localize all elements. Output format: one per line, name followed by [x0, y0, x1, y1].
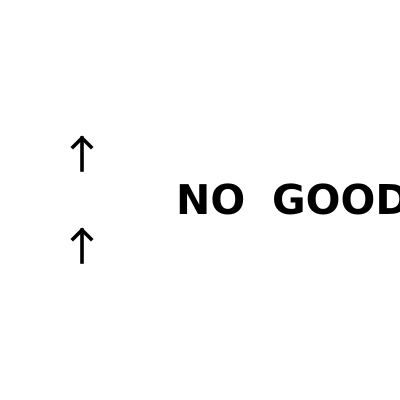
- word-no: NO: [176, 176, 246, 224]
- word-good: GOOD: [272, 176, 400, 224]
- up-arrow-icon: [70, 226, 94, 266]
- up-arrow-icon: [70, 134, 94, 174]
